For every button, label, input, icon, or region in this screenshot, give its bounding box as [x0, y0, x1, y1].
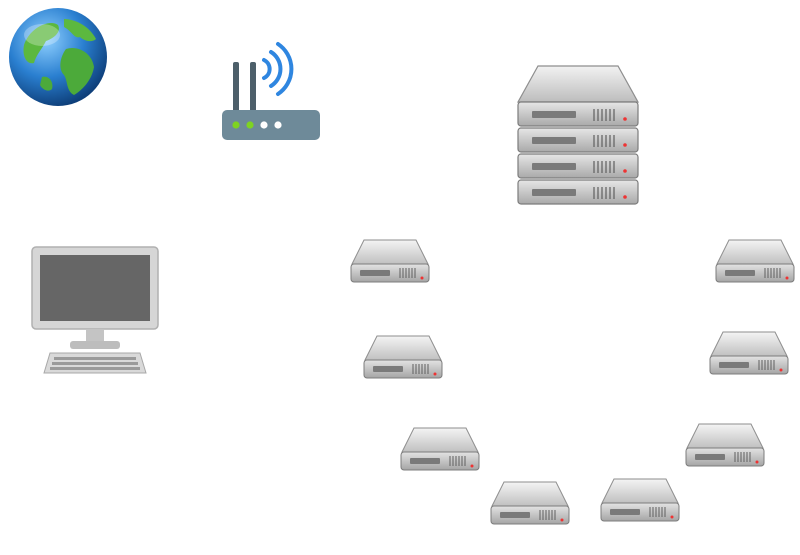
server-icon — [488, 480, 572, 528]
desktop-computer-icon — [30, 245, 160, 375]
server-rack-icon — [512, 64, 644, 208]
wifi-router-icon — [220, 38, 322, 142]
globe-icon — [6, 5, 110, 109]
server-icon — [707, 330, 791, 378]
server-icon — [713, 238, 797, 286]
server-icon — [348, 238, 432, 286]
server-icon — [398, 426, 482, 474]
server-icon — [361, 334, 445, 382]
server-icon — [598, 477, 682, 525]
server-icon — [683, 422, 767, 470]
